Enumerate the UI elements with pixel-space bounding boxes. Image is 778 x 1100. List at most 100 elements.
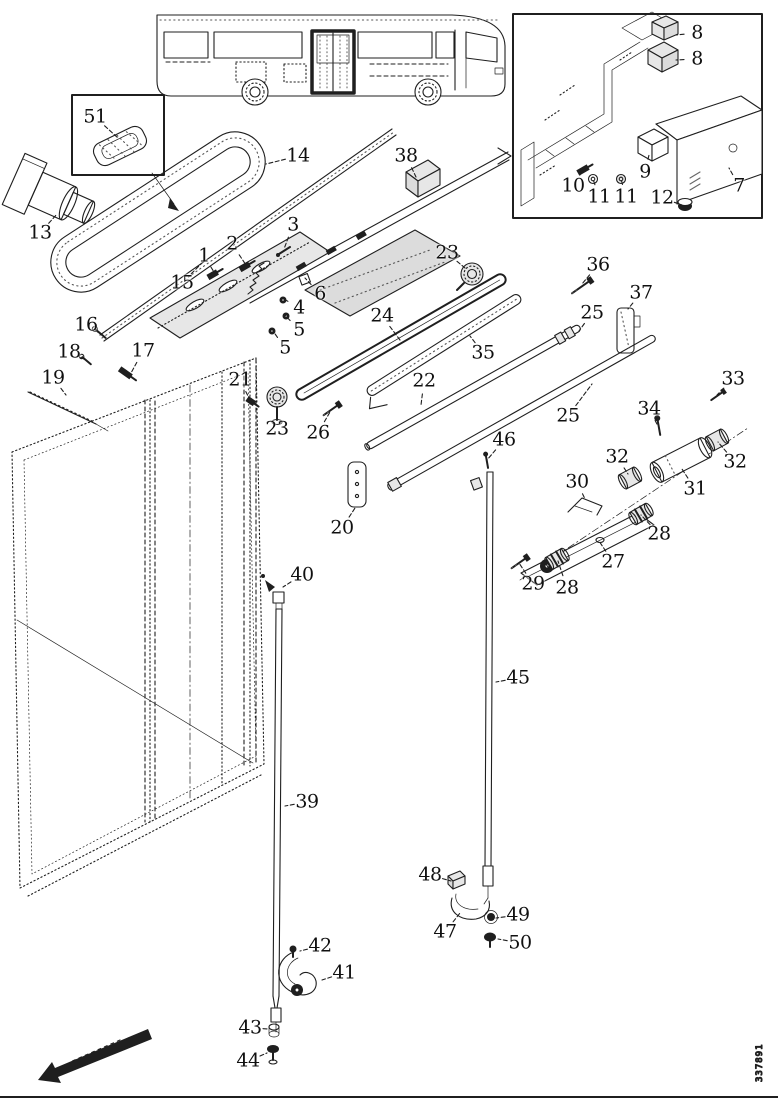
leader-36 [581,274,591,285]
leader-21 [245,391,251,401]
leader-11 [592,178,596,186]
leader-3 [283,236,289,250]
callout-23: 23 [265,417,289,440]
callout-15: 15 [170,271,194,294]
part-38-bracket [405,159,441,198]
part-33-screw [710,387,727,402]
leader-13 [48,213,58,224]
callout-22: 22 [412,369,436,392]
callout-27: 27 [601,550,625,573]
callout-44: 44 [236,1049,260,1072]
callout-1: 1 [198,244,210,267]
callout-3: 3 [287,213,299,236]
inset-detail-51 [71,94,179,211]
leader-9 [647,154,650,160]
part-28-bushing-a [628,502,654,526]
part-51-pad [92,125,148,167]
part-41-arm [278,951,317,996]
leader-17 [130,361,138,374]
part-14-chain [50,131,266,293]
callout-36: 36 [586,253,610,276]
callout-8: 8 [691,47,703,70]
leader-41 [321,976,333,981]
part-9-cube [637,128,669,162]
leader-12 [673,201,683,206]
leader-4 [283,298,289,302]
part-17-bolt [117,366,138,382]
part-40-clevis [261,574,285,610]
leader-5 [272,330,279,338]
part-50-foot [484,932,496,948]
washer-11-b [615,173,627,185]
callout-6: 6 [314,282,326,305]
callout-32: 32 [723,450,747,473]
leader-29 [518,562,527,574]
leader-16 [96,331,102,335]
callout-4: 4 [293,296,305,319]
leader-30 [581,493,586,500]
callout-34: 34 [637,397,661,420]
part-1-screw [206,268,224,281]
callout-19: 19 [41,366,65,389]
leader-20 [348,507,356,518]
leader-11 [620,178,624,186]
part-31-cylinder [649,437,713,483]
part-7-control-box [655,95,763,205]
part-29-screw [510,553,531,570]
callout-2: 2 [226,232,238,255]
part-12-connector [677,197,693,211]
part-21-fitting [245,396,260,408]
callout-26: 26 [306,421,330,444]
leader-50 [497,938,508,942]
leader-47 [452,912,461,923]
callout-40: 40 [290,563,314,586]
leader-34 [654,419,659,427]
leader-32 [623,467,629,475]
part-44-foot [267,1045,279,1065]
callout-21: 21 [228,368,252,391]
leader-5 [284,314,291,322]
part-5-washers [268,312,290,335]
callout-31: 31 [683,477,707,500]
part-13-motor [1,152,96,224]
callout-11: 11 [614,185,638,208]
leader-31 [681,468,689,479]
leader-2 [238,254,247,266]
drive-unit-carriage [149,229,461,339]
callout-35: 35 [471,341,495,364]
callout-28: 28 [647,522,671,545]
leader-35 [469,335,476,344]
callout-47: 47 [433,920,457,943]
part-8-relays [647,15,679,73]
leader-26 [323,411,331,423]
drawing-number: 337891 [755,1043,765,1082]
callout-17: 17 [131,339,155,362]
callout-38: 38 [394,144,418,167]
part-43-washer [268,1023,280,1038]
callout-11: 11 [587,185,611,208]
callout-16: 16 [74,313,98,336]
leader-28 [557,560,564,577]
leader-19 [60,387,67,396]
bus-sketch [156,14,506,106]
part-46-screw [483,451,490,469]
leader-18 [80,356,87,361]
leader-44 [259,1052,268,1057]
callout-41: 41 [332,961,356,984]
leader-25 [578,322,585,332]
leader-7 [728,167,734,176]
callout-32: 32 [605,445,629,468]
leader-8 [675,33,685,36]
part-3-pin [276,246,291,257]
part-18-screw [78,353,92,366]
callout-29: 29 [521,572,545,595]
leader-23 [456,260,466,269]
rail-35 [366,294,522,410]
part-28-bushing-b [544,547,570,571]
part-15-guide-rail [99,128,397,342]
callout-46: 46 [492,428,516,451]
callout-43: 43 [238,1016,262,1039]
part-39-rod [270,608,283,1033]
part-23-roller-left [266,386,288,426]
bus-wheel-rear [241,78,269,106]
